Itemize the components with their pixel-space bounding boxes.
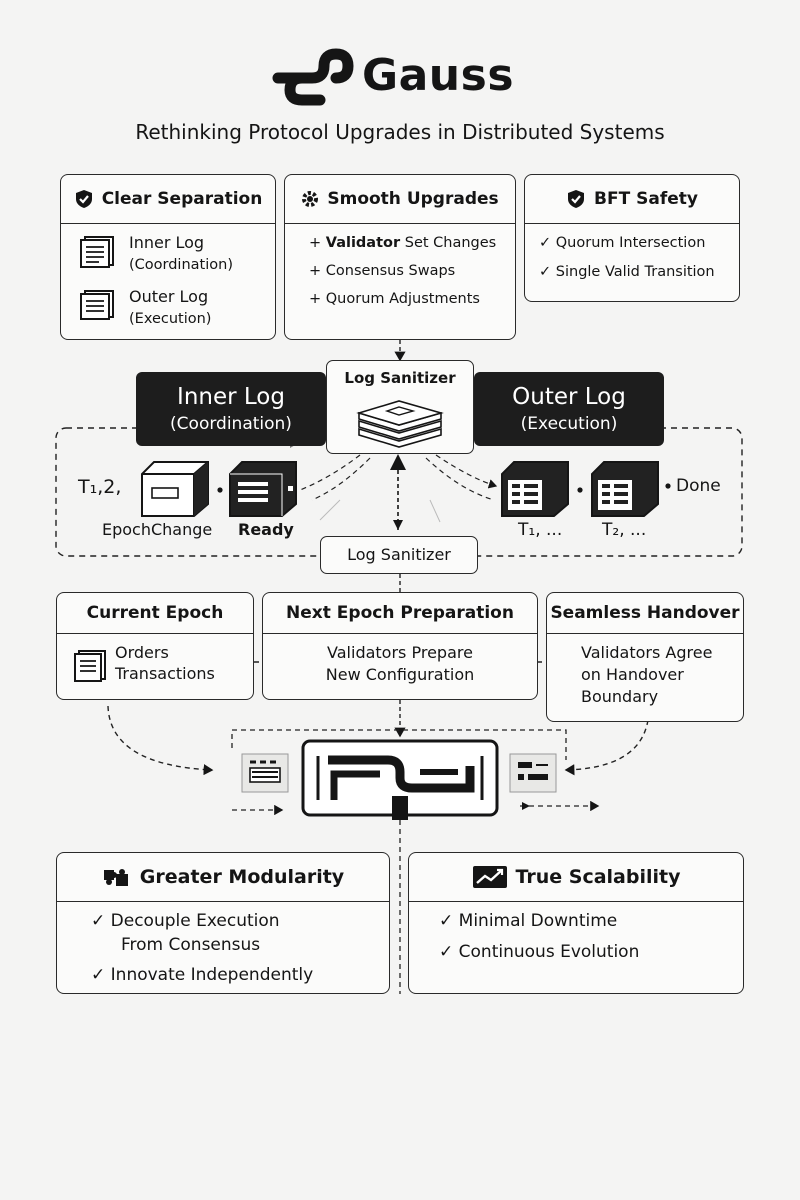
list-item-text: Innovate Independently xyxy=(110,965,314,985)
epoch-text: Boundary xyxy=(581,687,659,706)
shield-check-icon xyxy=(75,190,92,208)
list-item-text: Consensus Swaps xyxy=(325,263,456,279)
puzzle-icon xyxy=(103,869,128,886)
list-item: ✓ Minimal Downtime xyxy=(439,911,618,931)
epoch-text: Validators Agree xyxy=(581,643,713,662)
card-title: Seamless Handover xyxy=(550,603,740,623)
outer-log-subtitle: (Execution) xyxy=(520,414,618,434)
log-sanitizer-bottom: Log Sanitizer xyxy=(320,536,478,574)
card-bft-safety: BFT Safety ✓ Quorum Intersection ✓ Singl… xyxy=(524,174,740,302)
data-card-icon xyxy=(509,753,557,793)
inner-log-label: Inner Log xyxy=(129,233,205,252)
server-block-icon xyxy=(229,461,297,517)
outer-log-block: Outer Log (Execution) xyxy=(474,372,664,446)
gauss-logo-icon xyxy=(272,48,354,106)
server-block-icon xyxy=(501,461,569,517)
inner-log-subtitle: (Coordination) xyxy=(170,414,292,434)
epoch-text: Transactions xyxy=(115,664,215,683)
page-subtitle: Rethinking Protocol Upgrades in Distribu… xyxy=(135,120,665,144)
list-item-text: From Consensus xyxy=(121,935,261,955)
tx-label-left: T₁,2, xyxy=(78,476,122,498)
epoch-text: Orders xyxy=(115,643,169,662)
list-item-text: Minimal Downtime xyxy=(458,911,618,931)
card-title: BFT Safety xyxy=(594,189,698,209)
list-item-text: Set Changes xyxy=(404,235,497,251)
sanitizer-label: Log Sanitizer xyxy=(344,369,456,387)
epoch-change-label: EpochChange xyxy=(102,520,213,539)
document-icon xyxy=(74,650,106,682)
list-item: + Quorum Adjustments xyxy=(309,291,480,307)
card-current-epoch: Current Epoch Orders Transactions xyxy=(56,592,254,700)
brand-header: Gauss xyxy=(0,40,800,110)
card-greater-modularity: Greater Modularity ✓ Decouple Execution … xyxy=(56,852,390,994)
card-title: Current Epoch xyxy=(86,603,224,623)
ready-label: Ready xyxy=(238,520,294,539)
card-seamless-handover: Seamless Handover Validators Agree on Ha… xyxy=(546,592,744,722)
inner-log-block: Inner Log (Coordination) xyxy=(136,372,326,446)
list-item: ✓ Quorum Intersection xyxy=(539,235,706,251)
document-icon xyxy=(80,290,114,320)
outer-log-sub: (Execution) xyxy=(129,311,212,327)
epoch-text: Validators Prepare xyxy=(327,643,473,662)
brand-name: Gauss xyxy=(362,50,515,101)
list-item: ✓ Innovate Independently xyxy=(91,965,314,985)
card-smooth-upgrades: Smooth Upgrades + Validator Set Changes … xyxy=(284,174,516,340)
growth-chart-icon xyxy=(472,866,507,888)
card-true-scalability: True Scalability ✓ Minimal Downtime ✓ Co… xyxy=(408,852,744,994)
tx-label-t2: T₂, ... xyxy=(602,520,647,540)
card-next-epoch: Next Epoch Preparation Validators Prepar… xyxy=(262,592,538,700)
list-item-text: Quorum Intersection xyxy=(555,235,706,251)
card-clear-separation: Clear Separation Inner Log (Coordination… xyxy=(60,174,276,340)
server-block-icon xyxy=(141,461,209,517)
document-icon xyxy=(80,236,114,268)
list-item: ✓ Single Valid Transition xyxy=(539,264,715,280)
list-item: + Consensus Swaps xyxy=(309,263,456,279)
list-item: + Validator Set Changes xyxy=(309,235,497,251)
list-item-text: Single Valid Transition xyxy=(555,264,715,280)
card-title: Next Epoch Preparation xyxy=(286,603,514,623)
inner-log-title: Inner Log xyxy=(177,384,285,410)
outer-log-title: Outer Log xyxy=(512,384,626,410)
tx-label-t1: T₁, ... xyxy=(518,520,563,540)
card-title: Clear Separation xyxy=(101,189,263,209)
chip-logo-icon xyxy=(301,739,499,820)
stack-layers-icon xyxy=(356,400,444,448)
outer-log-label: Outer Log xyxy=(129,287,209,306)
list-item-text: Decouple Execution xyxy=(110,911,280,931)
epoch-text: on Handover xyxy=(581,665,684,684)
log-sanitizer-top: Log Sanitizer xyxy=(326,360,474,454)
epoch-text: New Configuration xyxy=(325,665,475,684)
list-item: ✓ Continuous Evolution xyxy=(439,942,640,962)
done-label: Done xyxy=(676,476,721,496)
inner-log-sub: (Coordination) xyxy=(129,257,233,273)
gear-icon xyxy=(302,191,319,207)
data-card-icon xyxy=(241,753,289,793)
card-title: Smooth Upgrades xyxy=(327,189,499,209)
list-item-bold: Validator xyxy=(325,235,401,251)
server-block-icon xyxy=(591,461,659,517)
card-title: True Scalability xyxy=(515,866,681,888)
list-item: ✓ Decouple Execution xyxy=(91,911,280,931)
card-title: Greater Modularity xyxy=(139,866,345,888)
sanitizer-label: Log Sanitizer xyxy=(347,545,451,564)
list-item-text: Quorum Adjustments xyxy=(325,291,480,307)
list-item-text: Continuous Evolution xyxy=(458,942,640,962)
shield-check-icon xyxy=(568,190,585,208)
